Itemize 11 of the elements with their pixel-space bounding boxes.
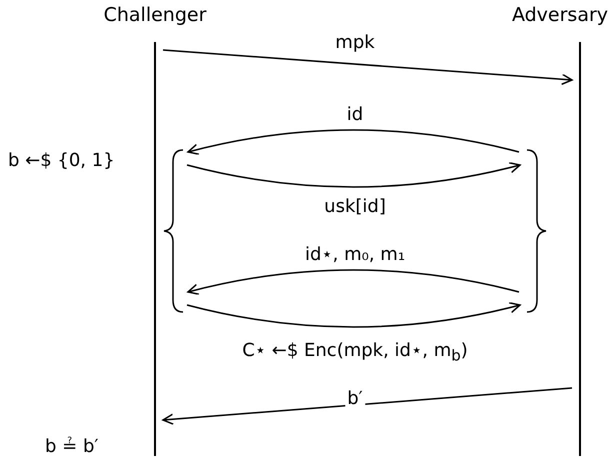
equation: b ≟ b′ (45, 436, 98, 457)
message-label: b′ (345, 388, 365, 409)
participant-name: Adversary (510, 4, 610, 26)
participant-name: Challenger (102, 4, 208, 26)
arrow (186, 302, 521, 328)
arrow (162, 49, 573, 85)
arrow (187, 129, 520, 156)
arrow (187, 269, 520, 296)
arrow (186, 162, 521, 188)
equation: b ←$ {0, 1} (8, 150, 115, 171)
arrow (162, 387, 572, 425)
